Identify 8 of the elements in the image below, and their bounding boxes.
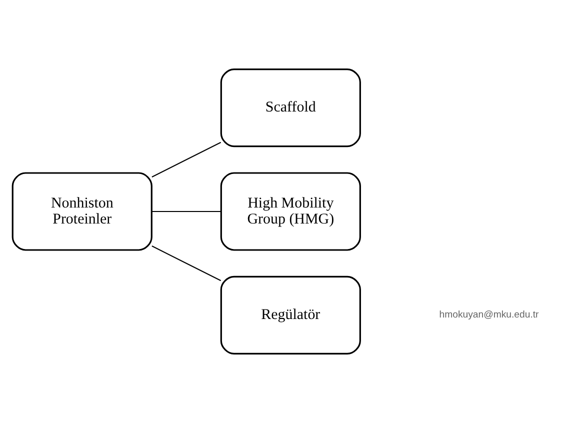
connector: [152, 210, 221, 212]
connector: [152, 141, 222, 177]
node-box: Scaffold: [220, 68, 361, 147]
node-box: Nonhiston Proteinler: [12, 172, 152, 250]
node-box: Regülatör: [220, 275, 361, 354]
connector: [152, 245, 222, 281]
label: hmokuyan@mku.edu.tr: [439, 309, 539, 320]
node-box: High Mobility Group (HMG): [220, 172, 361, 250]
